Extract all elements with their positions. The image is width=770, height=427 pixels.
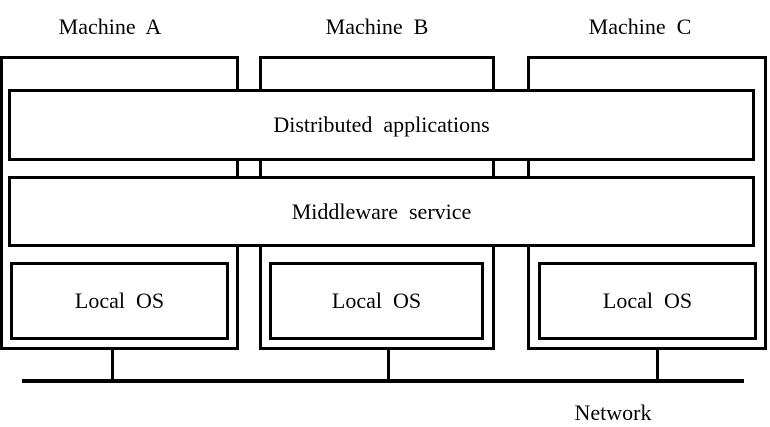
machine-b-network-link xyxy=(387,348,390,381)
machine-a-local-os-label: Local OS xyxy=(74,288,165,313)
distributed-applications-layer: Distributed applications xyxy=(8,89,755,161)
middleware-service-label: Middleware service xyxy=(291,198,472,224)
machine-c-network-link xyxy=(656,348,659,381)
middleware-service-layer: Middleware service xyxy=(8,176,755,247)
machine-b-local-os: Local OS xyxy=(269,262,484,340)
network-bus xyxy=(22,379,744,383)
machine-b-local-os-label: Local OS xyxy=(331,288,422,313)
machine-a-title: Machine A xyxy=(58,14,162,39)
machine-a-local-os: Local OS xyxy=(10,262,229,340)
machine-c-local-os-label: Local OS xyxy=(602,288,693,313)
network-label: Network xyxy=(574,400,652,425)
machine-c-title: Machine C xyxy=(588,14,692,39)
machine-b-title: Machine B xyxy=(325,14,429,39)
machine-c-local-os: Local OS xyxy=(538,262,757,340)
distributed-applications-label: Distributed applications xyxy=(273,112,490,137)
machine-a-network-link xyxy=(111,348,114,381)
